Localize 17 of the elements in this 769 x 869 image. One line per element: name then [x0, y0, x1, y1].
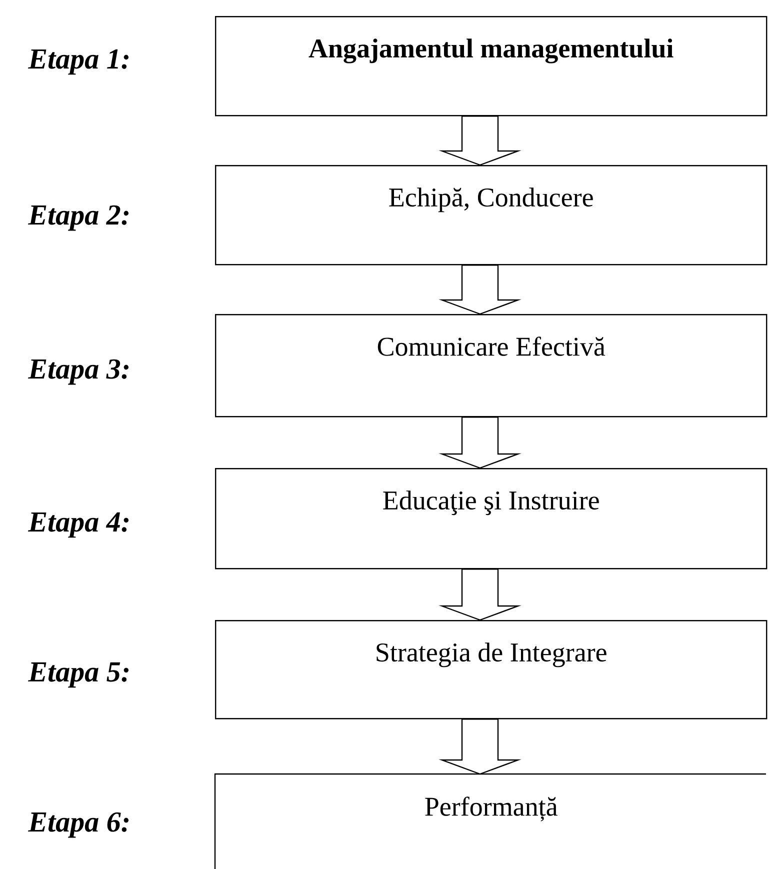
- block-arrow: [438, 116, 522, 166]
- stage-box: Strategia de Integrare: [215, 620, 768, 720]
- stage-box: Echipă, Conducere: [215, 165, 768, 266]
- block-arrow: [438, 568, 522, 621]
- stage-label: Etapa 3:: [28, 359, 128, 385]
- stage-label: Etapa 2:: [28, 205, 128, 231]
- stage-box: Angajamentul managementului: [215, 16, 768, 116]
- stage-label: Etapa 1:: [28, 49, 128, 75]
- stage-box: Performanță: [214, 773, 766, 869]
- block-arrow: [438, 718, 522, 775]
- stage-box: Comunicare Efectivă: [215, 314, 768, 418]
- block-arrow: [438, 264, 522, 315]
- stage-label: Etapa 4:: [28, 512, 128, 538]
- stage-box: Educaţie şi Instruire: [215, 468, 768, 570]
- stage-label: Etapa 6:: [28, 812, 128, 838]
- block-arrow: [438, 416, 522, 469]
- stage-label: Etapa 5:: [28, 662, 128, 688]
